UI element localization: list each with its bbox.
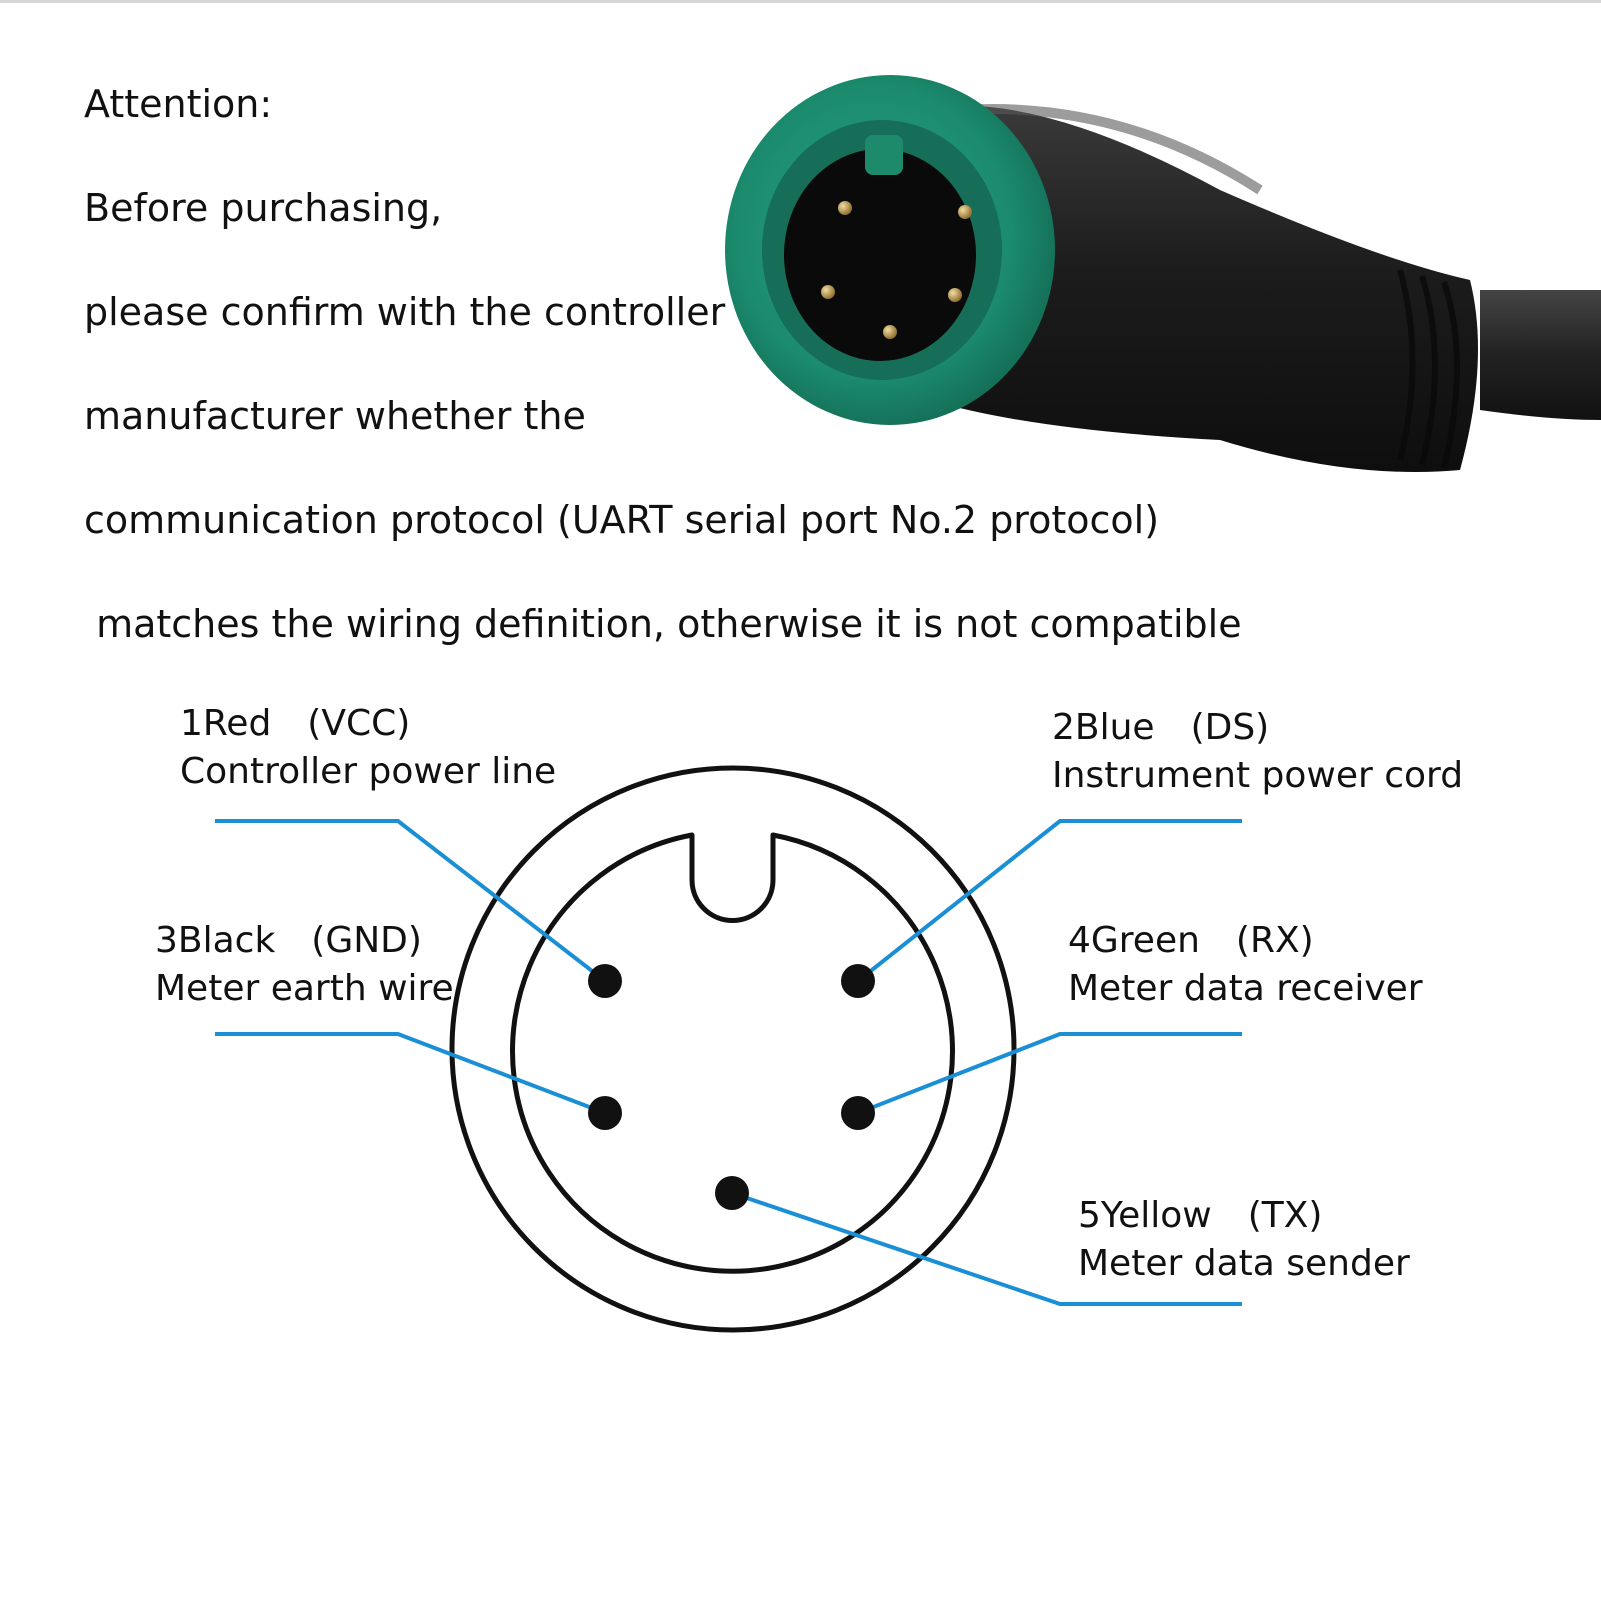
attention-line-2: please confirm with the controller	[84, 290, 726, 334]
pin-1-code: 1Red (VCC)	[180, 703, 411, 744]
inner-ring-with-key-notch	[510, 832, 955, 1274]
attention-line-4: communication protocol (UART serial port…	[84, 498, 1160, 542]
leader-line-pin-3	[215, 1032, 606, 1115]
outer-ring	[449, 765, 1017, 1333]
leader-line-pin-1	[215, 819, 607, 983]
grip-ribs	[1397, 269, 1460, 469]
attention-line-5: matches the wiring definition, otherwise…	[84, 602, 1242, 646]
cable	[1480, 290, 1601, 420]
attention-heading: Attention:	[84, 82, 273, 126]
top-divider	[0, 0, 1601, 3]
pin-3-description: Meter earth wire	[155, 968, 454, 1009]
pin-4-description: Meter data receiver	[1068, 968, 1423, 1009]
pin-2-code: 2Blue (DS)	[1052, 707, 1270, 748]
connector-socket	[784, 149, 976, 361]
key-tab	[865, 135, 903, 175]
pinout-diagram: 1Red (VCC) Controller power line 2Blue (…	[0, 680, 1601, 1400]
attention-line-1: Before purchasing,	[84, 186, 443, 230]
leader-line-pin-4	[857, 1032, 1242, 1115]
pin-3-dot	[588, 1096, 622, 1130]
pin-1-dot	[588, 964, 622, 998]
pin-5-dot	[715, 1176, 749, 1210]
pin-5-code: 5Yellow (TX)	[1078, 1195, 1323, 1236]
leader-line-pin-5	[731, 1191, 1242, 1306]
pin-5-description: Meter data sender	[1078, 1243, 1410, 1284]
pin-1-label: 1Red (VCC) Controller power line	[180, 700, 556, 796]
pin-4-code: 4Green (RX)	[1068, 920, 1314, 961]
pin-2-label: 2Blue (DS) Instrument power cord	[1052, 704, 1463, 800]
leader-line-pin-2	[856, 819, 1242, 983]
pin-2-dot	[841, 964, 875, 998]
pin-1-description: Controller power line	[180, 751, 557, 792]
pin-5-label: 5Yellow (TX) Meter data sender	[1078, 1192, 1410, 1288]
pin-3-label: 3Black (GND) Meter earth wire	[155, 917, 454, 1013]
pin-2-description: Instrument power cord	[1052, 755, 1464, 796]
pin-4-label: 4Green (RX) Meter data receiver	[1068, 917, 1423, 1013]
pinout-drawing	[215, 765, 1242, 1333]
connector-photo	[725, 75, 1601, 472]
attention-line-3: manufacturer whether the	[84, 394, 586, 438]
pin-3-code: 3Black (GND)	[155, 920, 422, 961]
connector-pins	[821, 201, 972, 339]
pin-4-dot	[841, 1096, 875, 1130]
